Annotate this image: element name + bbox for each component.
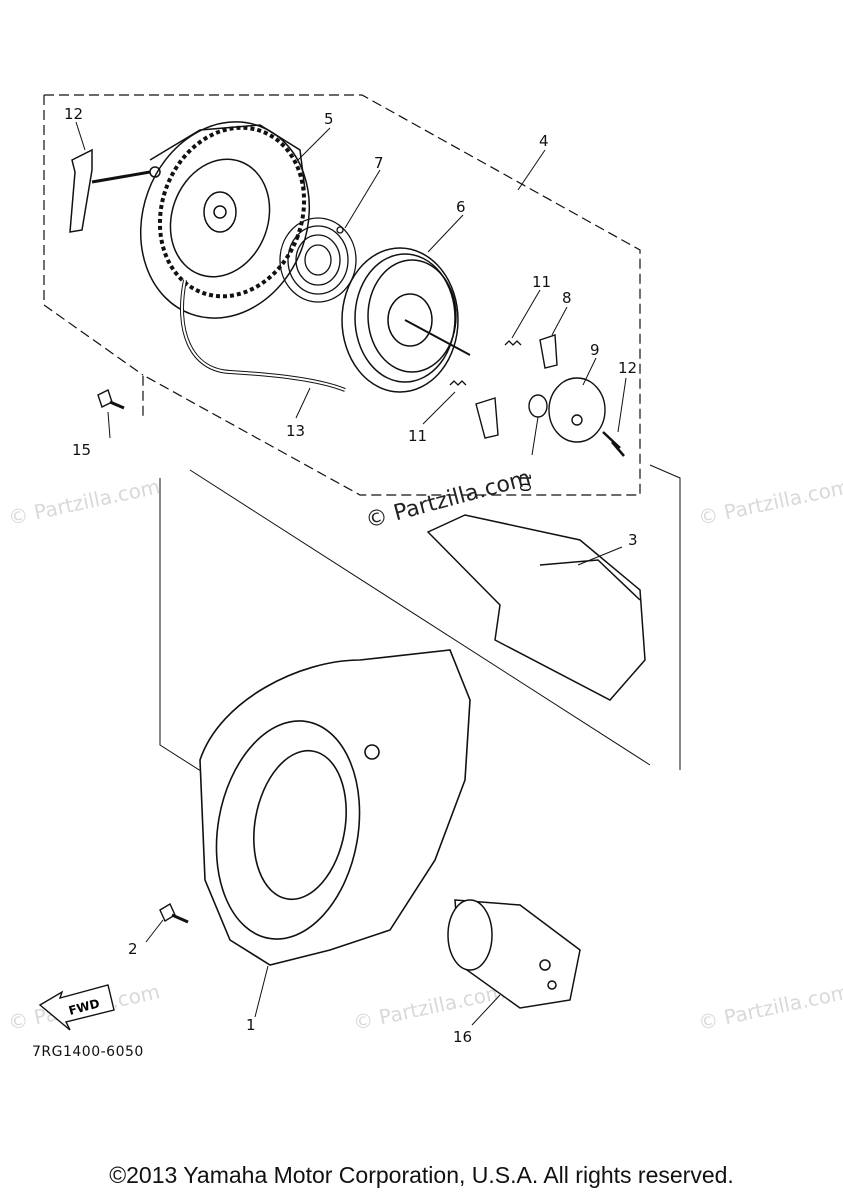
callout-3: 3 [628, 531, 638, 549]
watermark: © Partzilla.com [696, 979, 843, 1035]
callout-16: 16 [453, 1028, 472, 1046]
starter-handle [69, 148, 161, 233]
callout-15: 15 [72, 441, 91, 459]
reel [341, 247, 471, 393]
callout-11: 11 [532, 273, 551, 291]
callout-14: 12 [64, 105, 83, 123]
cover-plate [426, 514, 646, 701]
starter-case [139, 121, 311, 319]
callout-9: 9 [590, 341, 600, 359]
leader-lines [75, 121, 627, 1026]
flywheel-cover [199, 649, 471, 966]
callout-6: 6 [456, 198, 466, 216]
pawls [475, 334, 558, 439]
spiral-spring [279, 217, 357, 303]
callout-2: 2 [128, 940, 138, 958]
copyright-footer: ©2013 Yamaha Motor Corporation, U.S.A. A… [109, 1162, 734, 1188]
callout-1: 1 [246, 1016, 256, 1034]
callout-8: 8 [562, 289, 572, 307]
cylinder-part [447, 899, 581, 1009]
assembly-outline [43, 94, 641, 496]
callout-7: 7 [374, 154, 384, 172]
callout-numbers: 12 5 7 4 6 11 8 9 12 13 11 10 15 3 2 1 1… [64, 105, 638, 1046]
drive-plate-parts [528, 377, 625, 457]
diagram-code: 7RG1400-6050 [32, 1044, 144, 1060]
starter-rope [180, 279, 346, 392]
fwd-arrow: FWD [38, 984, 115, 1031]
watermark: © Partzilla.com [6, 474, 162, 530]
watermark: © Partzilla.com [696, 474, 843, 530]
callout-11: 11 [408, 427, 427, 445]
callout-13: 13 [286, 422, 305, 440]
callout-5: 5 [324, 110, 334, 128]
callout-12: 12 [618, 359, 637, 377]
watermark: © Partzilla.com [351, 979, 507, 1035]
callout-10: 10 [516, 473, 534, 492]
bolts [97, 389, 189, 924]
pawl-springs [449, 340, 522, 386]
callout-4: 4 [539, 132, 549, 150]
